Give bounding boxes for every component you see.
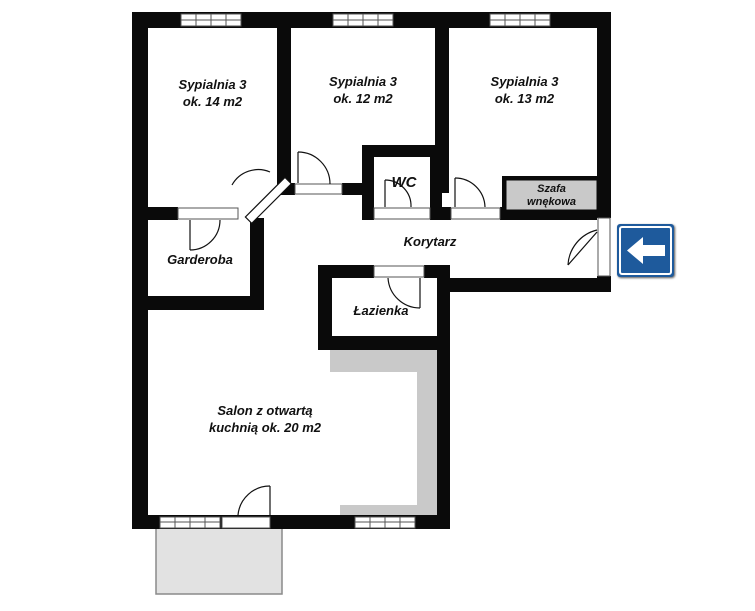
room-name: Sypialnia 3 <box>490 74 559 89</box>
room-name: WC <box>391 174 417 191</box>
windows <box>159 13 551 529</box>
wardrobe-niche <box>505 179 598 211</box>
room-area: ok. 14 m2 <box>182 94 243 109</box>
room-area: ok. 13 m2 <box>494 91 555 106</box>
entrance-marker <box>617 224 674 277</box>
room-name-line2: kuchnią ok. 20 m2 <box>209 420 321 435</box>
room-label-wardrobe: Szafa wnękowa <box>506 183 597 209</box>
window-bedroom-2 <box>332 13 394 27</box>
room-label-living: Salon z otwartą kuchnią ok. 20 m2 <box>190 402 340 436</box>
window-bedroom-1 <box>180 13 242 27</box>
kitchen-counter <box>330 350 437 515</box>
room-label-wc: WC <box>378 174 430 191</box>
room-name-line2: wnękowa <box>527 196 576 208</box>
door-swings <box>189 151 598 516</box>
room-label-bathroom: Łazienka <box>333 302 429 319</box>
room-area: ok. 12 m2 <box>333 91 393 106</box>
room-label-bedroom-3: Sypialnia 3 ok. 13 m2 <box>452 73 597 107</box>
room-name: Sypialnia 3 <box>329 74 397 89</box>
room-label-bedroom-1: Sypialnia 3 ok. 14 m2 <box>150 76 275 110</box>
door-leaf-bedroom-1 <box>244 176 293 225</box>
room-label-corridor: Korytarz <box>380 233 480 250</box>
window-bedroom-3 <box>489 13 551 27</box>
room-name: Salon z otwartą <box>217 403 313 418</box>
window-living-right <box>354 516 416 529</box>
room-name: Garderoba <box>167 252 233 267</box>
room-label-closet: Garderoba <box>150 251 250 268</box>
room-name: Łazienka <box>353 303 409 318</box>
room-name: Korytarz <box>403 234 457 249</box>
door-thresholds <box>177 183 611 529</box>
window-living-left <box>159 516 221 529</box>
arrow-left-icon <box>619 226 672 275</box>
room-label-bedroom-2: Sypialnia 3 ok. 12 m2 <box>293 73 433 107</box>
room-name: Szafa <box>537 183 566 195</box>
balcony <box>155 527 283 595</box>
room-name: Sypialnia 3 <box>178 77 247 92</box>
